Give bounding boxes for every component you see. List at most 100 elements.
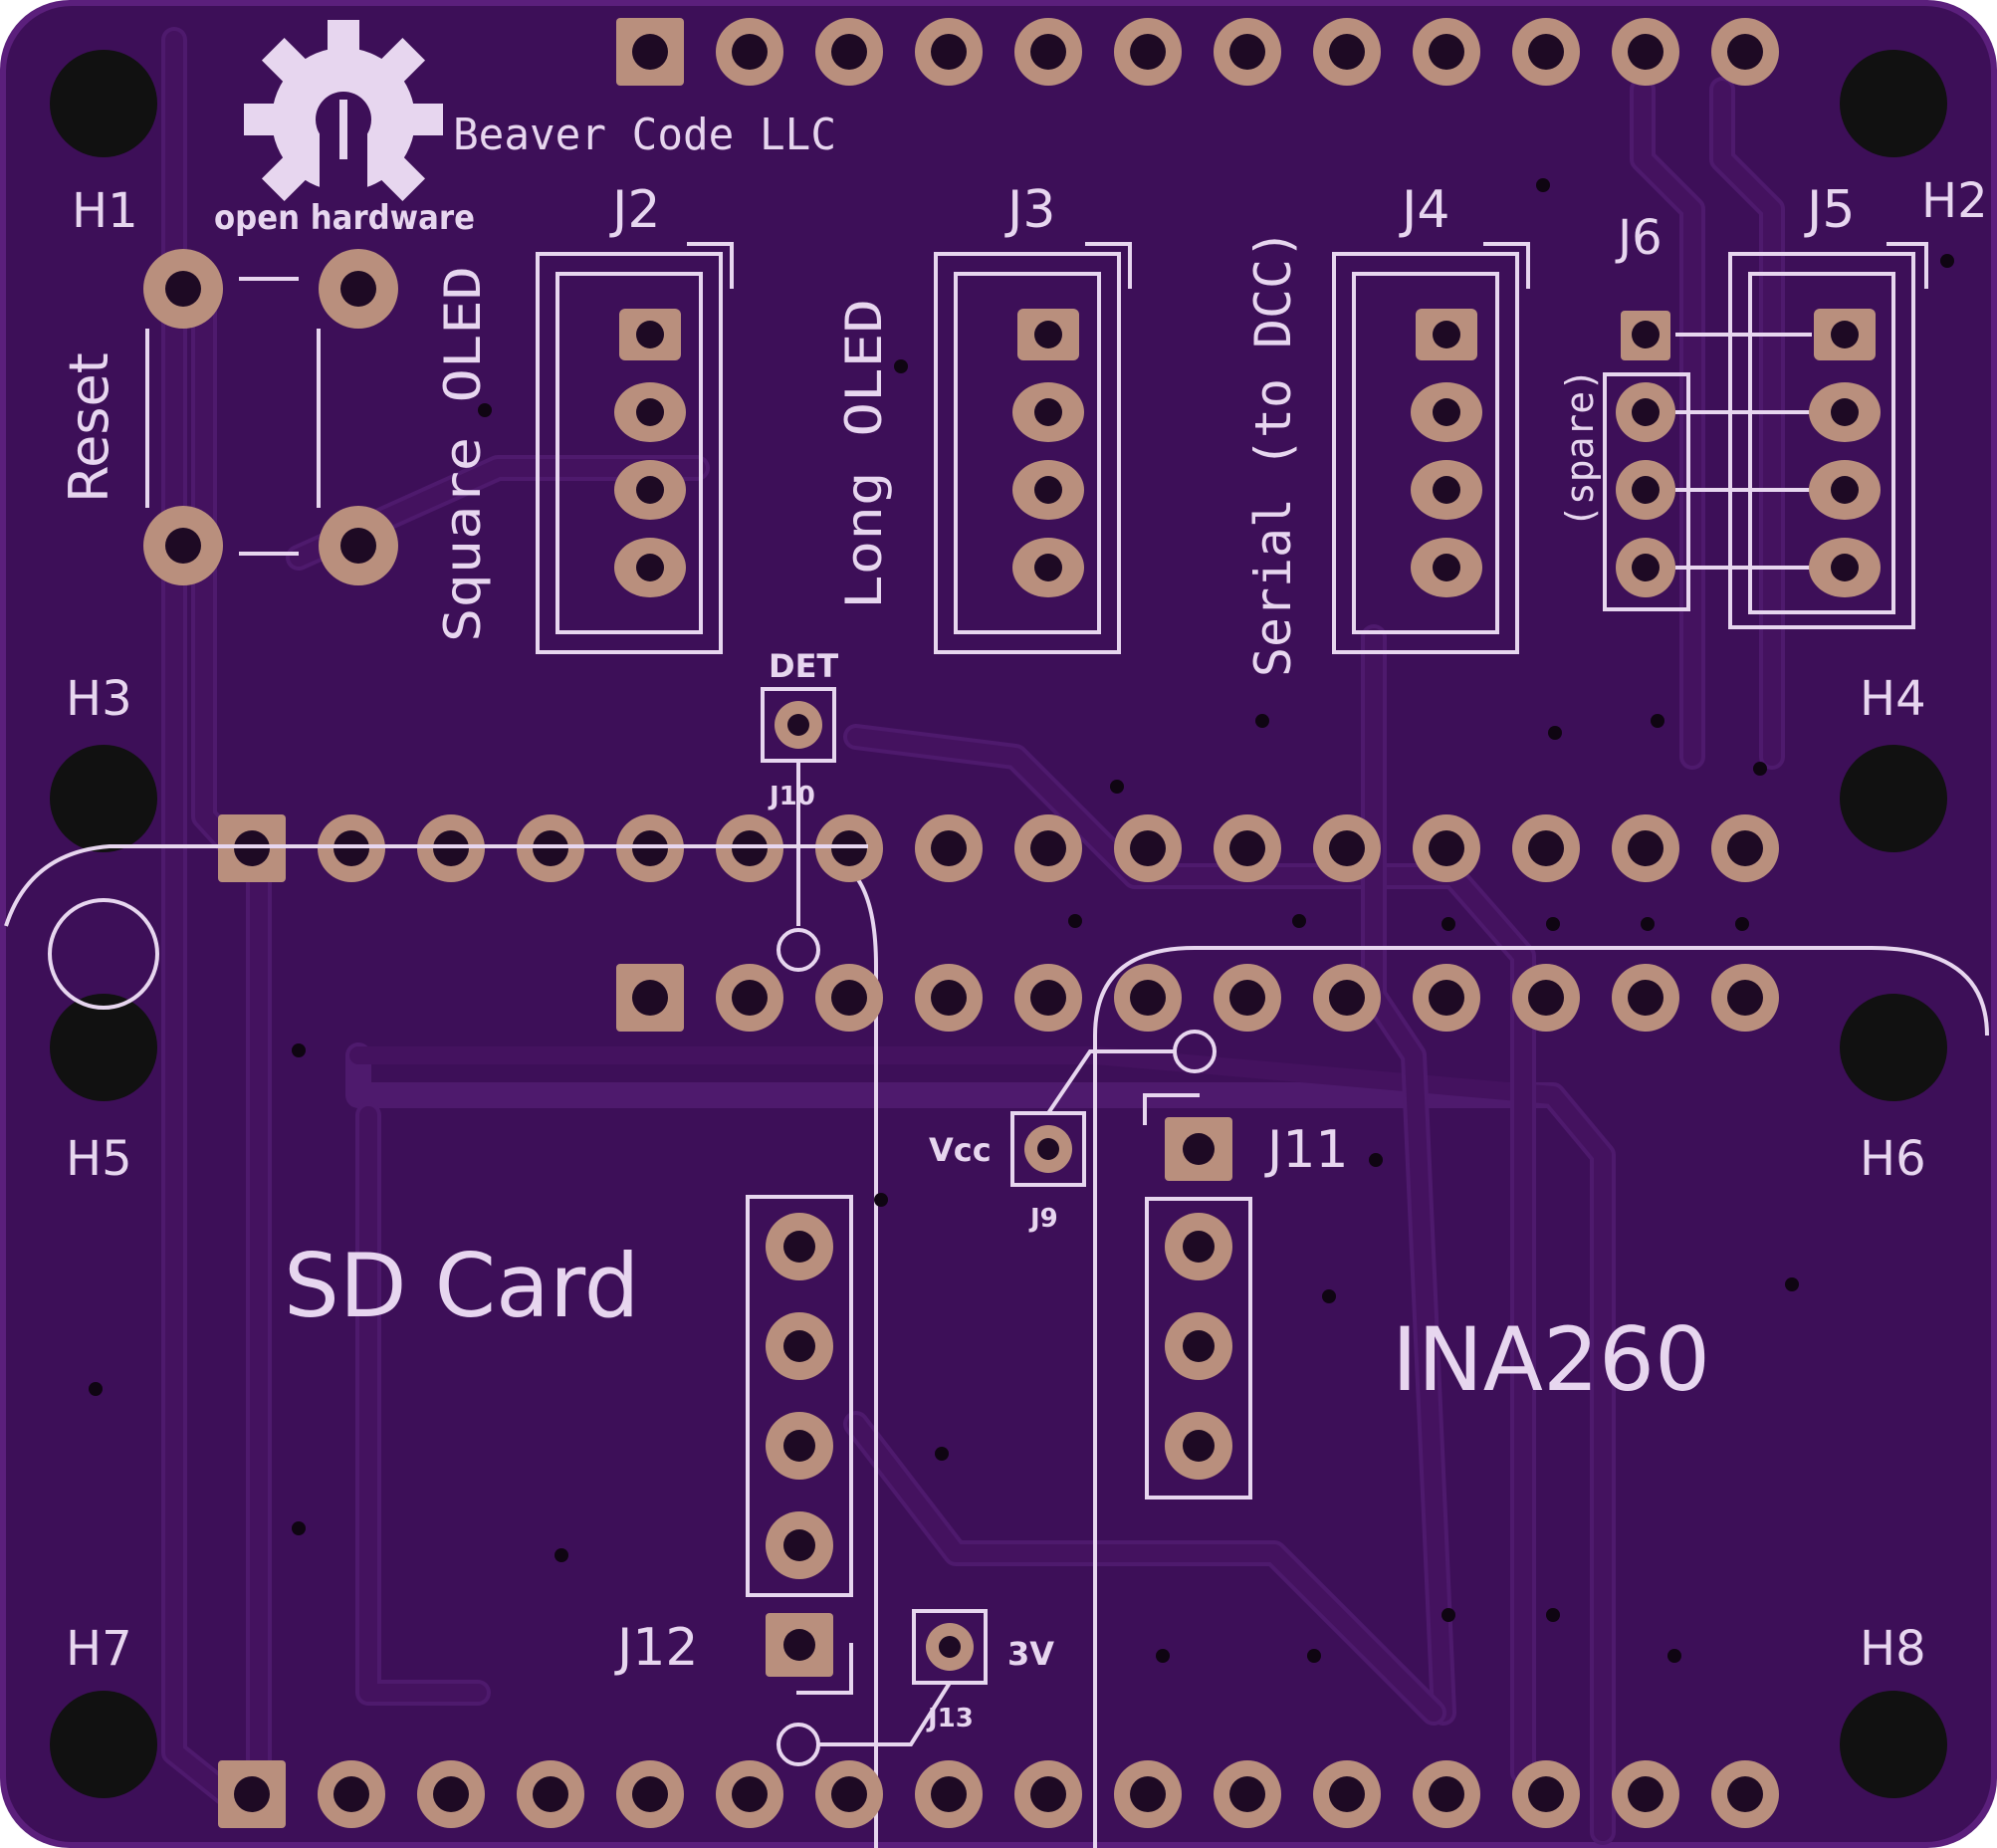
via (1546, 1608, 1560, 1622)
header-pin (716, 964, 783, 1032)
via (1255, 714, 1269, 728)
header-pin (1711, 814, 1779, 882)
hole-label-h5: H5 (66, 1131, 132, 1187)
via (1322, 1289, 1336, 1303)
via (1735, 917, 1749, 931)
header-pin (1512, 18, 1580, 86)
header-pin (616, 964, 684, 1032)
pin-pad (1012, 538, 1084, 597)
header-pin (1413, 1760, 1480, 1828)
pin-pad (619, 309, 681, 360)
header-pin (417, 1760, 485, 1828)
connector-j4 (1332, 242, 1530, 654)
header-pin (815, 964, 883, 1032)
pin-pad (1616, 382, 1675, 442)
mounting-hole-h8 (1840, 1691, 1947, 1798)
connector-j13-label: 3V (1007, 1635, 1054, 1673)
sd-card-ring (48, 898, 159, 1010)
connector-j12 (746, 1195, 853, 1695)
connector-j11-designator: J11 (1264, 1120, 1349, 1180)
via (1442, 1608, 1455, 1622)
header-pin (1114, 964, 1182, 1032)
connector-j13 (777, 1609, 988, 1766)
open-hardware-gear-icon (244, 20, 443, 209)
pin-pad (1017, 309, 1079, 360)
header-pin (1014, 964, 1082, 1032)
via (1940, 254, 1954, 268)
via (555, 1548, 568, 1562)
header-pin (1612, 18, 1679, 86)
connector-j9 (1010, 1030, 1217, 1187)
module-sd-card: SD Card (284, 1235, 639, 1337)
hole-label-h7: H7 (66, 1621, 132, 1677)
pin-pad (614, 382, 686, 442)
pin-pad (766, 1312, 833, 1380)
pin-pad (766, 1412, 833, 1480)
header-pin (1512, 814, 1580, 882)
connector-j10-label: DET (769, 647, 838, 685)
pin-pad (766, 1613, 833, 1677)
via (1292, 914, 1306, 928)
mounting-hole-h2 (1840, 50, 1947, 157)
connector-j9-designator: J9 (1028, 1204, 1058, 1234)
header-row-middle-short (616, 964, 1779, 1032)
via (1156, 1649, 1170, 1663)
connector-j6 (1603, 311, 1812, 611)
via (1068, 914, 1082, 928)
header-pin (517, 1760, 584, 1828)
connector-j2 (536, 242, 734, 654)
pin-pad (1165, 1213, 1232, 1280)
pin-pad (1165, 1412, 1232, 1480)
header-pin (1711, 1760, 1779, 1828)
via (478, 403, 492, 417)
connector-j2-designator: J2 (609, 180, 660, 240)
via (1110, 780, 1124, 794)
header-pin (1612, 1760, 1679, 1828)
module-ina260: INA260 (1392, 1308, 1710, 1411)
pin-pad (1411, 460, 1482, 520)
pin-pad (766, 1511, 833, 1579)
header-pin (716, 18, 783, 86)
via (292, 1043, 306, 1057)
header-row-bottom (218, 1760, 1779, 1828)
via (894, 359, 908, 373)
ina260-outline (1093, 946, 1989, 1848)
header-pin (915, 964, 983, 1032)
header-pin (1512, 1760, 1580, 1828)
via (1667, 1649, 1681, 1663)
header-pin (1114, 814, 1182, 882)
header-pin (1214, 18, 1281, 86)
mounting-hole-h5 (50, 994, 157, 1101)
header-pin (218, 1760, 286, 1828)
pin-pad (614, 460, 686, 520)
pin-pad (1814, 309, 1876, 360)
pin-pad (1165, 1117, 1232, 1181)
connector-j5-designator: J5 (1804, 180, 1855, 240)
hole-label-h1: H1 (72, 183, 138, 239)
connector-j10 (761, 687, 836, 972)
header-pin (1313, 814, 1381, 882)
pin-pad (1621, 311, 1670, 360)
via (874, 1193, 888, 1207)
header-pin (815, 18, 883, 86)
mounting-hole-h3 (50, 745, 157, 852)
connector-j9-label: Vcc (929, 1131, 992, 1169)
connector-j12-designator: J12 (614, 1618, 699, 1678)
hole-label-h6: H6 (1860, 1131, 1926, 1187)
pin-pad (1012, 460, 1084, 520)
reset-button-footprint (143, 249, 398, 585)
header-pin (1313, 1760, 1381, 1828)
via (1536, 178, 1550, 192)
mounting-hole-h4 (1840, 745, 1947, 852)
via (1753, 762, 1767, 776)
header-pin (1014, 1760, 1082, 1828)
reset-pad (143, 506, 223, 585)
header-pin (1413, 964, 1480, 1032)
reset-label: Reset (58, 352, 120, 503)
connector-j13-designator: J13 (926, 1704, 974, 1733)
header-pin (1114, 1760, 1182, 1828)
connector-j3-label: Long OLED (835, 299, 893, 609)
connector-j2-label: Square OLED (434, 266, 492, 642)
header-pin (1711, 18, 1779, 86)
pin-pad (1411, 538, 1482, 597)
